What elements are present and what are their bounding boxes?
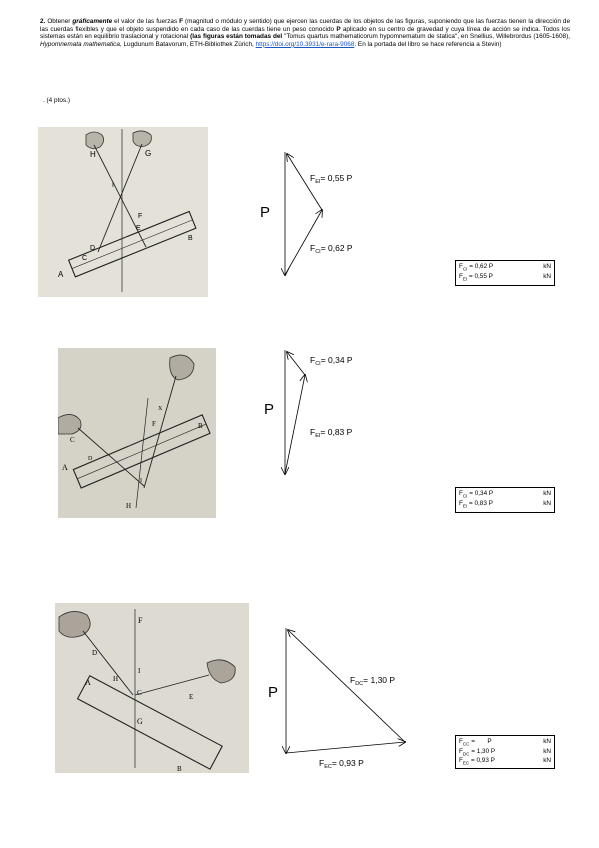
force-polygon-3 — [286, 628, 405, 753]
photo-letter: H — [90, 150, 96, 159]
photo-letter: H — [126, 502, 131, 510]
photo-letter: E — [136, 225, 141, 232]
answer-row: FDC = 1,30 P kN — [459, 747, 551, 756]
photo-letter: F — [138, 213, 142, 220]
problem-number: 2. — [40, 18, 46, 25]
force-vector-ei — [287, 154, 323, 211]
points-label: . (4 ptos.) — [43, 97, 70, 104]
answer-row: FCI = 0,62 P kN — [459, 263, 551, 272]
answer-row: FEC = 0,93 P kN — [459, 757, 551, 766]
problem-statement: 2. Obtener gráficamente el valor de las … — [40, 18, 570, 48]
photo-letter: E — [189, 693, 193, 701]
answer-row: FEI = 0,83 P kN — [459, 499, 551, 508]
photo-letter: G — [137, 717, 143, 726]
force-vector-ci — [284, 210, 322, 276]
force-label-ei: FEI= 0,83 P — [310, 427, 353, 439]
photo-letter: D — [90, 245, 95, 252]
force-label-ec: FEC= 0,93 P — [319, 758, 364, 770]
answer-box-1: FCI = 0,62 P kN FEI = 0,55 P kN — [455, 260, 555, 286]
photo-letter: I — [140, 478, 142, 484]
force-polygon-1 — [285, 152, 322, 275]
photo-letter: D — [88, 456, 93, 462]
force-label-ci: FCI= 0,62 P — [310, 243, 353, 255]
doi-link[interactable]: https://doi.org/10.3931/e-rara-9068 — [255, 40, 355, 48]
photo-letter: A — [62, 463, 68, 472]
force-label-ci: FCI= 0,34 P — [310, 355, 353, 367]
photo-letter: C — [70, 436, 75, 444]
figure-3-engraving: F D I A H E C G B — [55, 603, 249, 773]
weight-label: P — [264, 401, 274, 418]
photo-letter: C — [82, 255, 87, 262]
force-polygon-2 — [285, 350, 305, 474]
photo-letter: I — [138, 667, 141, 675]
weight-label: P — [260, 204, 270, 221]
figure-2-engraving: C A D F X B H I — [58, 348, 216, 518]
answer-box-2: FCI = 0,34 P kN FEI = 0,83 P kN — [455, 487, 555, 513]
photo-letter: B — [177, 765, 182, 773]
photo-letter: X — [158, 406, 163, 412]
force-vector-dc — [288, 630, 406, 743]
photo-letter: B — [198, 422, 203, 430]
answer-row: FCI = 0,34 P kN — [459, 490, 551, 499]
photo-letter: D — [92, 649, 97, 657]
answer-row: FEI = 0,55 P kN — [459, 272, 551, 281]
photo-letter: C — [137, 689, 142, 697]
figure-1-engraving: H G I F E D C A B — [38, 127, 208, 297]
answer-box-3: FCC = P kN FDC = 1,30 P kN FEC = 0,93 P … — [455, 735, 555, 769]
photo-letter: F — [152, 420, 156, 428]
force-vector-ei — [284, 375, 305, 475]
force-label-ei: FEI= 0,55 P — [310, 173, 353, 185]
photo-letter: A — [58, 270, 64, 279]
photo-letter: H — [113, 675, 118, 683]
weight-label: P — [268, 684, 278, 701]
photo-letter: A — [85, 678, 91, 687]
photo-letter: G — [145, 149, 151, 158]
answer-row: FCC = P kN — [459, 738, 551, 747]
photo-letter: B — [188, 235, 193, 242]
force-vector-ec — [285, 742, 405, 754]
force-vector-ci — [287, 352, 306, 376]
photo-letter: I — [112, 182, 114, 189]
force-label-dc: FDC= 1,30 P — [350, 675, 395, 687]
photo-letter: F — [138, 616, 143, 625]
